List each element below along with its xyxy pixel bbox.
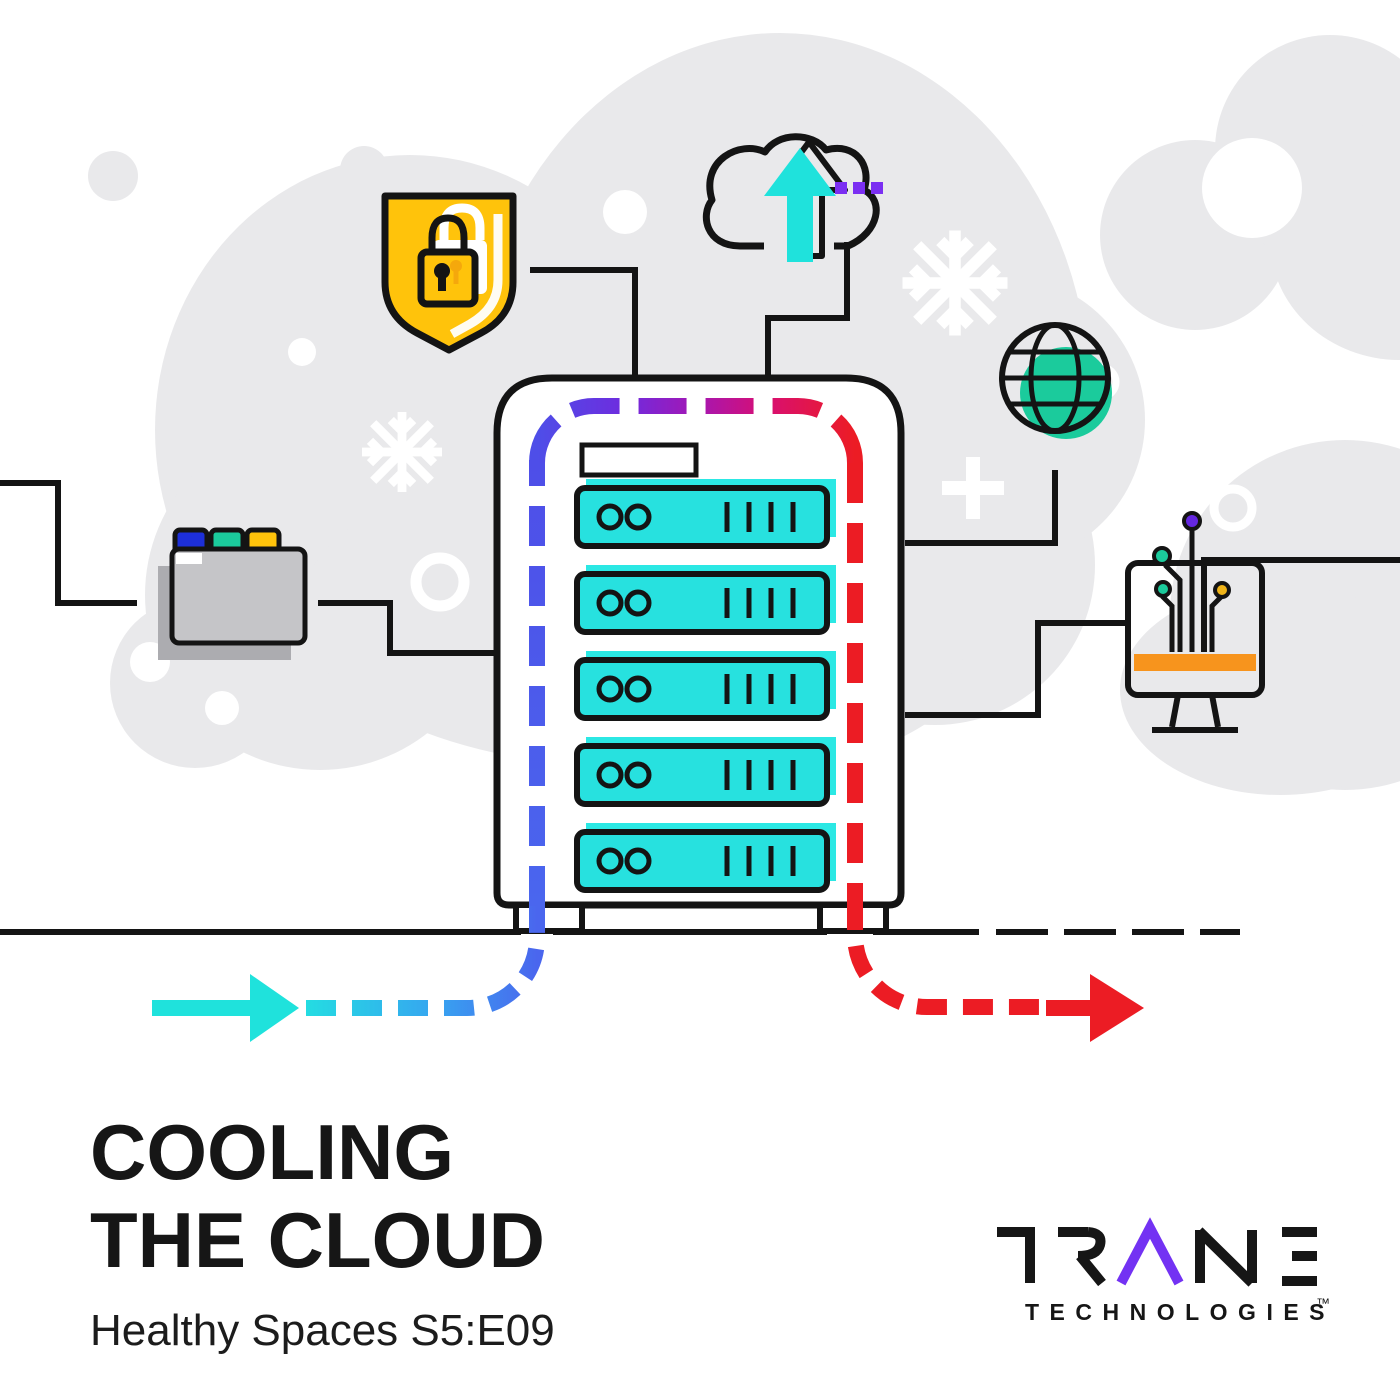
purple-dashes (835, 182, 883, 194)
dot-decoration (288, 338, 316, 366)
globe-icon (999, 322, 1112, 439)
circuit-traces (1160, 530, 1224, 652)
connector-cloudupload-server (765, 242, 850, 380)
cloud-notch (1202, 138, 1302, 238)
dot-decoration (205, 691, 239, 725)
server-label (579, 442, 699, 478)
page-title-line2: THE CLOUD (90, 1196, 545, 1284)
cloud-upload-icon (702, 133, 883, 262)
trademark-symbol: ™ (1316, 1295, 1330, 1311)
technologies-label: TECHNOLOGIES (1025, 1299, 1335, 1325)
cooling-flow-cold-inlet (152, 460, 545, 1042)
trane-wordmark (997, 1217, 1317, 1287)
ring-decoration (1209, 484, 1257, 532)
connector-shield-server (530, 267, 638, 380)
snowflake-icon (362, 412, 442, 492)
server-unit (574, 823, 836, 893)
episode-subtitle: Healthy Spaces S5:E09 (90, 1306, 555, 1355)
cold-arrowhead (250, 974, 299, 1042)
monitor-stand (1152, 694, 1238, 733)
server-foot (513, 902, 585, 934)
server-unit (574, 565, 836, 635)
dot-decoration (603, 190, 647, 234)
trane-a (1116, 1217, 1184, 1286)
plus-icon (942, 457, 1004, 519)
server-unit (574, 479, 836, 549)
folder-icon (158, 527, 308, 660)
circuit-node-yellow (1213, 581, 1231, 599)
circuit-node-purple (1182, 511, 1202, 531)
page-title-line1: COOLING (90, 1108, 454, 1196)
dot-decoration (1061, 705, 1093, 737)
hot-arrowhead (1090, 974, 1144, 1042)
connector-lines (0, 242, 1400, 718)
server-unit (574, 651, 836, 721)
ring-decoration (410, 552, 470, 612)
title-block: COOLING THE CLOUD Healthy Spaces S5:E09 (90, 1108, 555, 1356)
snowflake-icon (903, 231, 1008, 336)
server-rack-icon (493, 374, 905, 934)
circuit-node-teal (1152, 546, 1172, 566)
server-unit (574, 737, 836, 807)
circuit-node-teal (1154, 580, 1172, 598)
connector-folder-server (318, 600, 505, 656)
connector-left-edge (0, 480, 137, 606)
connector-monitor-server (905, 620, 1126, 718)
padlock (417, 203, 487, 308)
monitor-circuit-icon (1125, 511, 1265, 733)
server-units (574, 479, 836, 893)
shield-lock-icon (381, 192, 517, 354)
connector-globe-server (905, 470, 1058, 546)
cooling-flow-hot-outlet (847, 463, 1144, 1042)
trane-logo: TECHNOLOGIES ™ (997, 1217, 1335, 1325)
cooling-flow-top (529, 398, 863, 464)
